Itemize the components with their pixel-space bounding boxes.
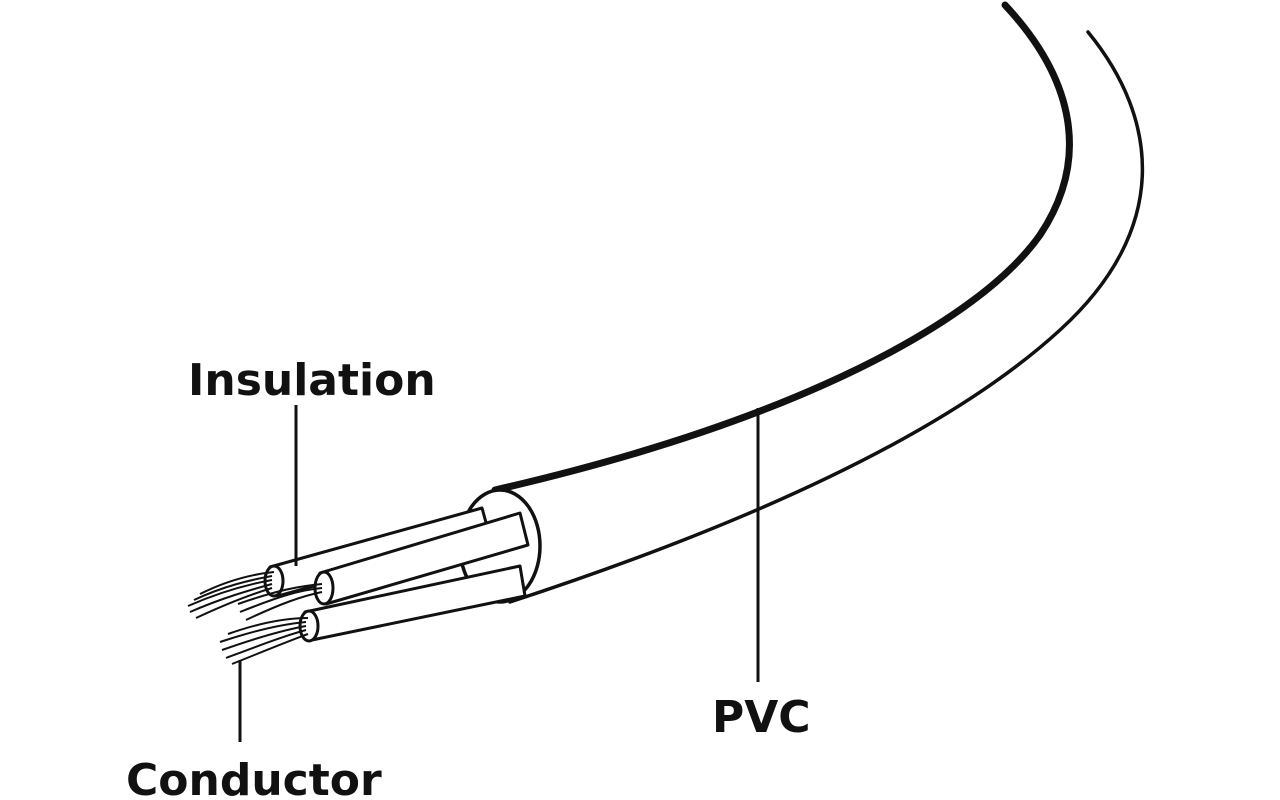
conductor-strands-upper bbox=[187, 571, 323, 621]
pvc-label: PVC bbox=[712, 692, 811, 743]
leader-lines bbox=[238, 405, 760, 742]
insulated-wires bbox=[263, 506, 530, 643]
pvc-jacket bbox=[458, 1, 1144, 604]
jacket-upper-edge bbox=[491, 1, 1073, 494]
insulation-wire-3 bbox=[303, 564, 527, 642]
insulation-wire-2 bbox=[318, 511, 530, 606]
conductor-strands-lower bbox=[219, 617, 309, 665]
conductor-label: Conductor bbox=[126, 755, 382, 800]
jacket-lower-edge bbox=[508, 30, 1144, 604]
insulation-label: Insulation bbox=[188, 355, 436, 406]
conductor-strands bbox=[187, 571, 323, 665]
